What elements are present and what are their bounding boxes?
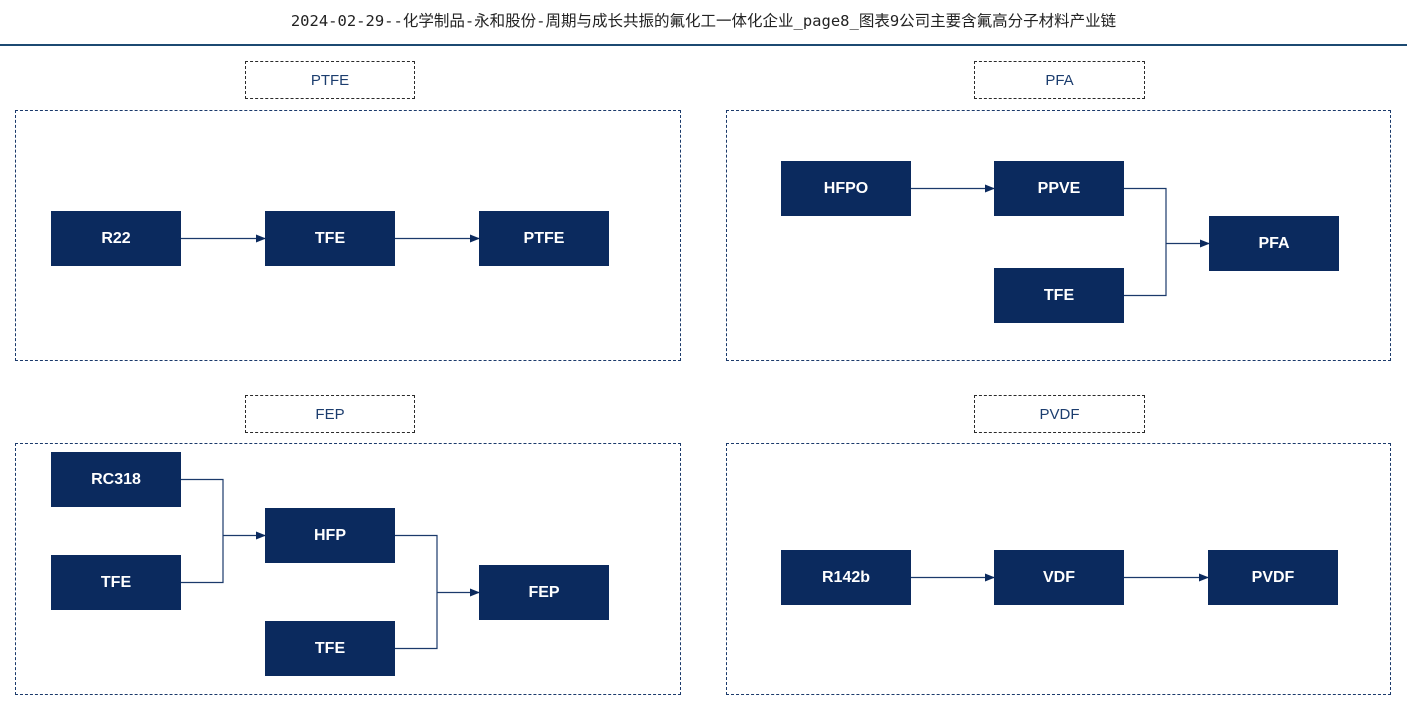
node-tfe: TFE (51, 555, 181, 610)
node-pvdf: PVDF (1208, 550, 1338, 605)
node-hfpo: HFPO (781, 161, 911, 216)
page-title: 2024-02-29--化学制品-永和股份-周期与成长共振的氟化工一体化企业_p… (290, 12, 1117, 30)
node-r142b: R142b (781, 550, 911, 605)
page-header: 2024-02-29--化学制品-永和股份-周期与成长共振的氟化工一体化企业_p… (0, 0, 1407, 46)
panel-pvdf (726, 443, 1391, 695)
node-rc318: RC318 (51, 452, 181, 507)
node-r22: R22 (51, 211, 181, 266)
node-ptfe: PTFE (479, 211, 609, 266)
node-hfp: HFP (265, 508, 395, 563)
node-fep: FEP (479, 565, 609, 620)
node-vdf: VDF (994, 550, 1124, 605)
panel-pfa (726, 110, 1391, 361)
section-label-fep: FEP (245, 395, 415, 433)
node-tfe: TFE (994, 268, 1124, 323)
node-tfe: TFE (265, 621, 395, 676)
panel-fep (15, 443, 681, 695)
node-pfa: PFA (1209, 216, 1339, 271)
section-label-pvdf: PVDF (974, 395, 1145, 433)
node-tfe: TFE (265, 211, 395, 266)
section-label-pfa: PFA (974, 61, 1145, 99)
panel-ptfe (15, 110, 681, 361)
section-label-ptfe: PTFE (245, 61, 415, 99)
node-ppve: PPVE (994, 161, 1124, 216)
